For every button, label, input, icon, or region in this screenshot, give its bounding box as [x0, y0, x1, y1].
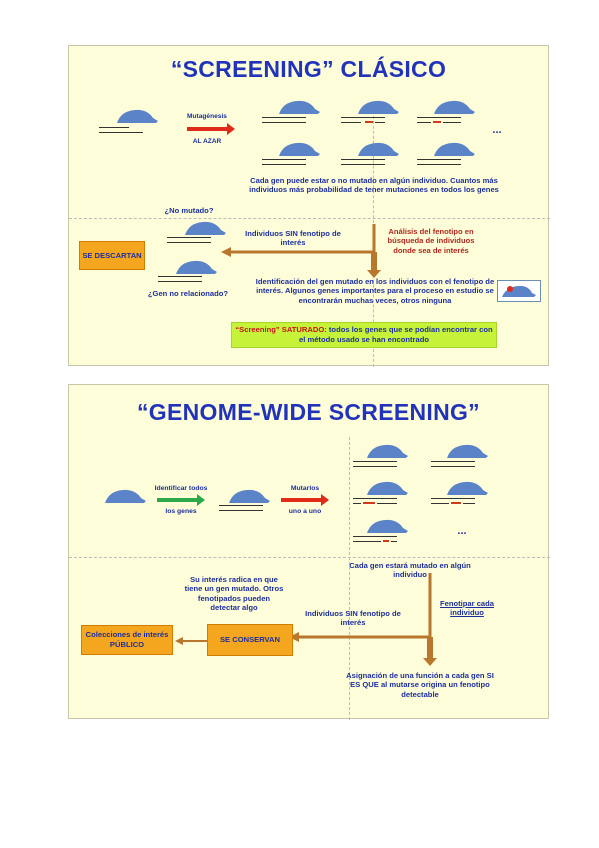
- mutant-gene: [417, 116, 461, 125]
- discarded-gene: [167, 236, 211, 245]
- discarded-mouse-icon: [174, 259, 218, 280]
- identificar-arrow: [157, 494, 205, 506]
- slide-genome-wide-screening: “GENOME-WIDE SCREENING” Identificar todo…: [68, 384, 550, 720]
- su-interes-text: Su interés radica en que tiene un gen mu…: [184, 575, 284, 613]
- mutant-gene: [417, 158, 461, 167]
- gen-mutation-text: Cada gen puede estar o no mutado en algú…: [249, 176, 499, 195]
- source-mouse-icon: [103, 488, 147, 509]
- discard-arrow-head: [221, 247, 231, 257]
- phenotype-mouse-icon: [497, 280, 541, 302]
- saturado-highlight: “Screening” SATURADO:: [235, 325, 327, 334]
- colecciones-box: Colecciones de interés PÚBLICO: [81, 625, 173, 655]
- divider-horizontal: [69, 218, 550, 219]
- asignacion-text: Asignación de una función a cada gen SI …: [346, 671, 494, 699]
- slide2-arrows: [157, 494, 437, 666]
- mutant-gene: [353, 535, 397, 544]
- discarded-gene: [158, 275, 202, 284]
- slide1-arrows: [187, 123, 381, 278]
- identified-mouse-icon: [227, 488, 271, 509]
- mutarlos-label-top: Mutarlos: [290, 485, 320, 492]
- mutant-gene: [431, 460, 475, 469]
- mutant-gene: [262, 158, 306, 167]
- mutant-gene: [262, 116, 306, 125]
- se-descartan-box: SE DESCARTAN: [79, 241, 145, 270]
- conservan-arrow-head: [289, 632, 299, 642]
- mutant-mouse-icon: [356, 141, 400, 162]
- slide-screening-clasico: “SCREENING” CLÁSICO Mutagénesis AL AZAR …: [68, 45, 550, 367]
- identificar-label-bottom: los genes: [165, 508, 197, 515]
- collections-arrow-head: [175, 637, 183, 645]
- mutant-gene: [431, 497, 475, 506]
- mutant-gene: [353, 460, 397, 469]
- mutant-mouse-icon: [277, 99, 321, 120]
- mutant-mouse-icon: [356, 99, 400, 120]
- source-gene: [99, 126, 143, 135]
- cada-gen-text: Cada gen estará mutado en algún individu…: [349, 561, 471, 580]
- saturado-box: “Screening” SATURADO: todos los genes qu…: [231, 322, 497, 348]
- ellipsis: ...: [492, 124, 502, 136]
- al-azar-label: AL AZAR: [192, 138, 222, 145]
- mutant-mouse-icon: [445, 480, 489, 501]
- mutagenesis-arrow: [187, 123, 235, 135]
- mutant-mouse-icon: [365, 518, 409, 539]
- identificacion-text: Identificación del gen mutado en los ind…: [255, 277, 495, 305]
- mutant-mouse-icon: [445, 443, 489, 464]
- mutant-mouse-icon: [432, 141, 476, 162]
- down-arrow: [423, 637, 437, 666]
- sin-fenotipo-text: Individuos SIN fenotipo de interés: [245, 229, 341, 248]
- saturado-rest: todos los genes que se podían encontrar …: [299, 325, 493, 344]
- se-conservan-box: SE CONSERVAN: [207, 624, 293, 656]
- gen-no-relacionado-label: ¿Gen no relacionado?: [147, 289, 229, 298]
- mutant-gene: [341, 116, 385, 125]
- source-mouse-icon: [115, 108, 159, 129]
- identificar-label-top: Identificar todos: [154, 485, 208, 492]
- down-arrow: [367, 252, 381, 278]
- sin-fenotipo-text: Individuos SIN fenotipo de interés: [305, 609, 401, 628]
- mutant-mouse-icon: [432, 99, 476, 120]
- identified-gene: [219, 504, 263, 513]
- discarded-mouse-icon: [183, 220, 227, 241]
- mutant-mouse-icon: [365, 480, 409, 501]
- divider-horizontal: [69, 557, 550, 558]
- mutarlos-label-bottom: uno a uno: [288, 508, 322, 515]
- slide2-title: “GENOME-WIDE SCREENING”: [137, 399, 480, 425]
- mutagenesis-label: Mutagénesis: [187, 113, 227, 120]
- fenotipar-text: Fenotipar cada individuo: [439, 599, 494, 618]
- mutant-gene: [341, 158, 385, 167]
- analisis-fenotipo-text: Análisis del fenotipo en búsqueda de ind…: [387, 227, 475, 255]
- mutant-gene: [353, 497, 397, 506]
- mutant-mouse-icon: [365, 443, 409, 464]
- ellipsis: ...: [457, 525, 467, 537]
- divider-vertical: [349, 437, 350, 720]
- mutarlos-arrow: [281, 494, 329, 506]
- no-mutado-label: ¿No mutado?: [164, 206, 214, 215]
- slide1-title: “SCREENING” CLÁSICO: [170, 56, 447, 82]
- mutant-mouse-icon: [277, 141, 321, 162]
